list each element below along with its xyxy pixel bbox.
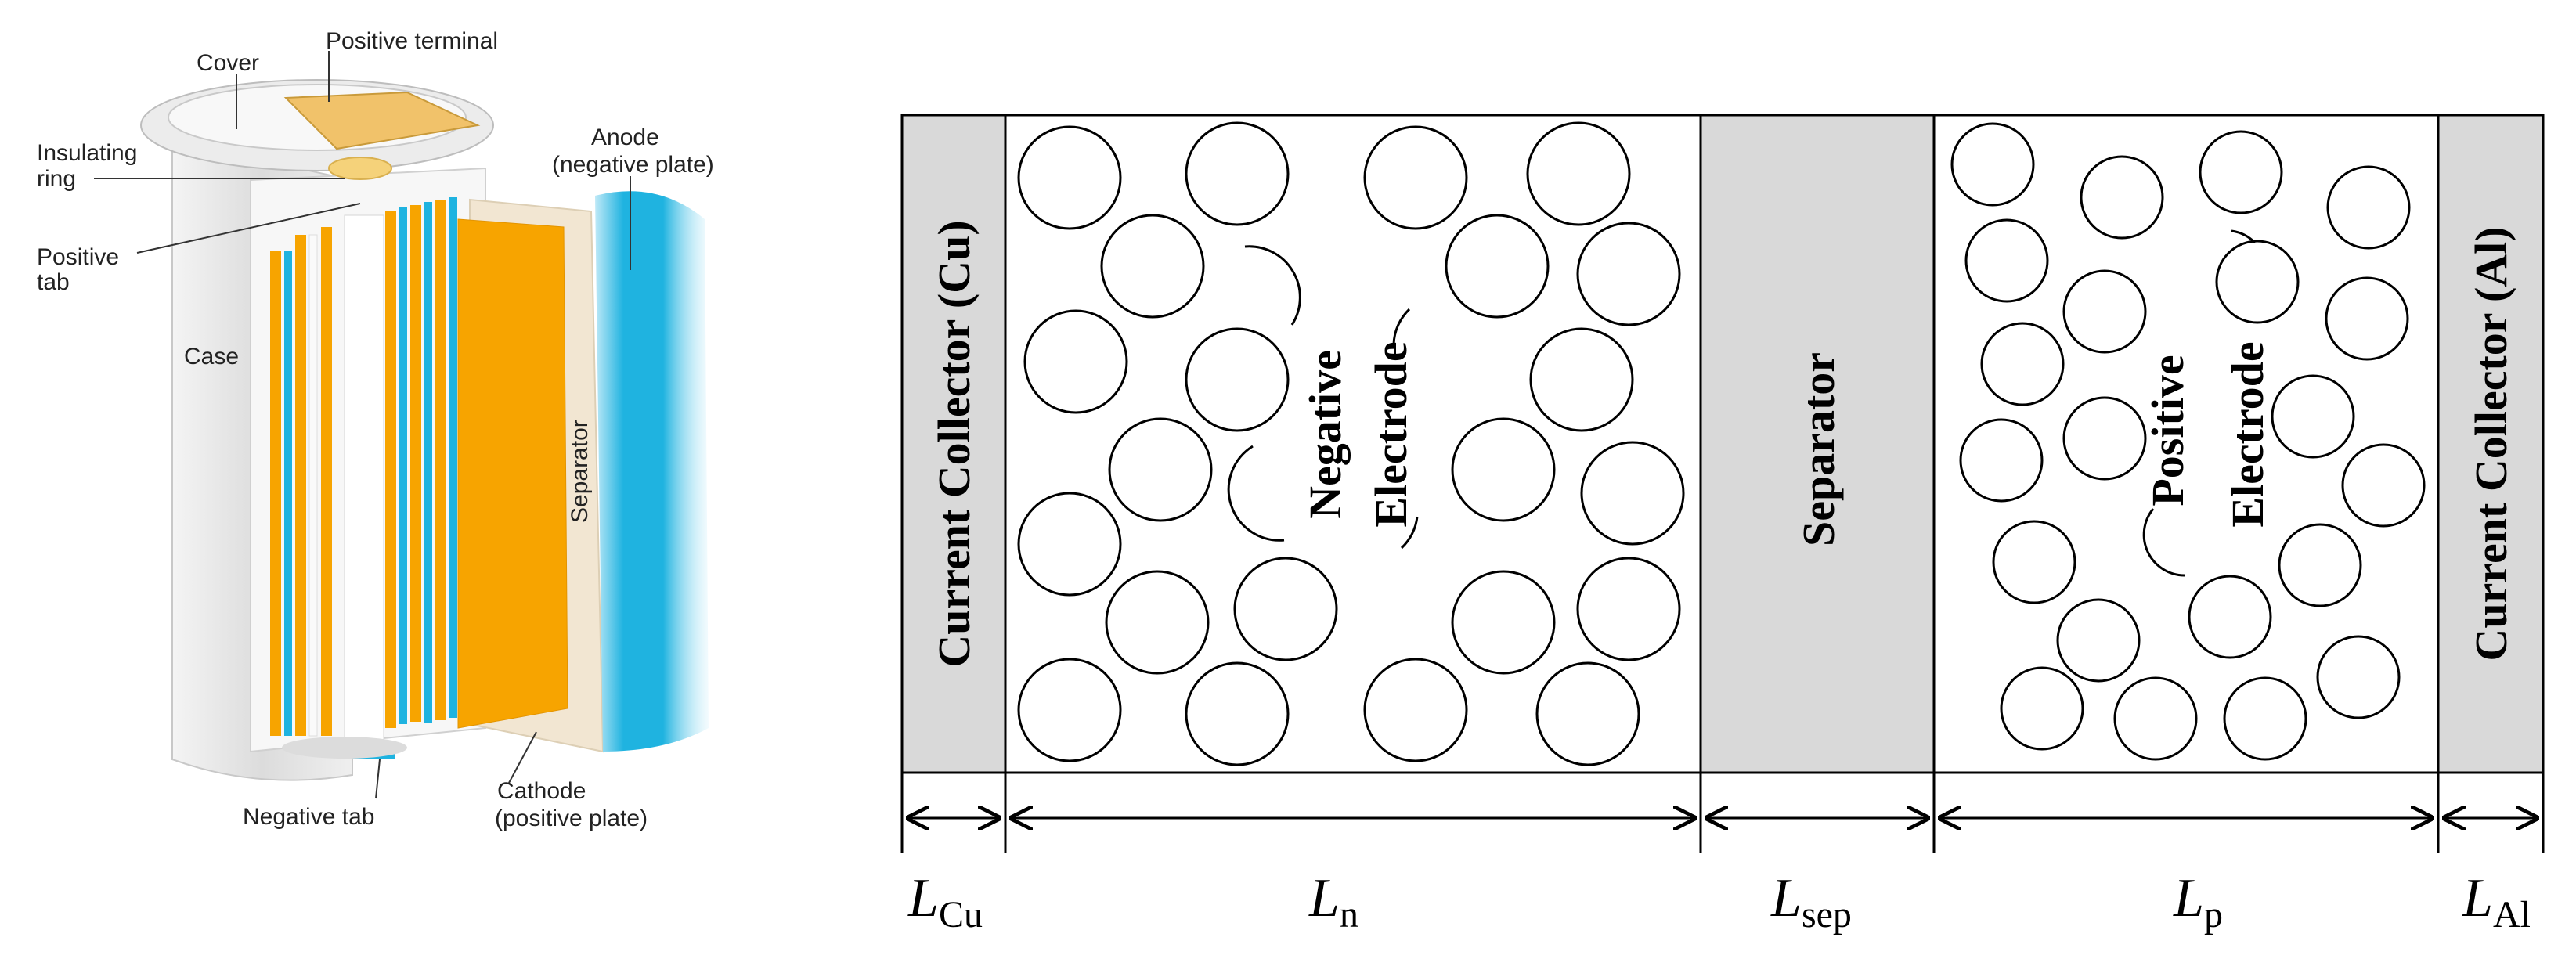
- positive-particle: [1950, 122, 2035, 207]
- cu-collector-region: [902, 115, 1005, 773]
- negative-particle: [1017, 658, 1122, 762]
- label-cover: Cover: [197, 50, 259, 76]
- negative-particle: [1363, 658, 1468, 762]
- negative-particle: [1233, 557, 1338, 661]
- positive-particle: [2341, 443, 2426, 528]
- negative-particle-partial: [1400, 516, 1419, 550]
- negative-particle: [1576, 557, 1681, 661]
- positive-particle: [1992, 520, 2076, 604]
- leader-lines: [94, 51, 631, 799]
- negative-particle: [1185, 327, 1290, 432]
- dim-label-n: Ln: [1308, 868, 1358, 935]
- negative-particle: [1108, 417, 1213, 522]
- negative-particle: [1185, 121, 1290, 226]
- cell-outline: [900, 114, 2545, 774]
- positive-particle: [2326, 165, 2411, 250]
- case-bottom: [282, 737, 407, 759]
- positive-particle: [2199, 130, 2283, 214]
- negative-particle-partial: [1227, 445, 1285, 542]
- positive-particle-partial: [2142, 508, 2185, 577]
- negative-particle: [1529, 327, 1634, 432]
- positive-particle: [1980, 322, 2065, 406]
- label-anode-line2: (negative plate): [552, 152, 714, 178]
- positive-particle: [2000, 666, 2084, 751]
- label-cathode-line2: (positive plate): [495, 806, 648, 831]
- label-case: Case: [184, 344, 239, 369]
- dim-label-al: LAl: [2462, 868, 2531, 935]
- negative-particle: [1526, 121, 1631, 226]
- positive-particle: [2056, 598, 2141, 683]
- separator-label: Separator: [1793, 352, 1844, 546]
- positive-particle: [2325, 276, 2409, 361]
- label-positive-terminal: Positive terminal: [326, 28, 498, 54]
- negative-particle: [1017, 492, 1122, 597]
- negative-particle-partial: [1392, 308, 1411, 345]
- negative-particle: [1100, 214, 1205, 319]
- negative-particle: [1185, 661, 1290, 766]
- negative-particle: [1363, 125, 1468, 230]
- cu-collector-label: Current Collector (Cu): [929, 220, 980, 667]
- wound-layers: [270, 197, 457, 741]
- insulating-ring: [328, 157, 392, 180]
- negative-particle: [1023, 309, 1128, 414]
- label-insulating-ring-line2: ring: [37, 166, 76, 192]
- anode-sheet: [595, 191, 709, 752]
- negative-particle-partial: [1244, 245, 1301, 326]
- positive-particle: [2278, 523, 2362, 607]
- label-negative-tab: Negative tab: [243, 804, 374, 830]
- positive-particle: [2188, 575, 2272, 659]
- negative-particle: [1576, 222, 1681, 326]
- positive-electrode-region: [1934, 115, 2438, 773]
- negative-electrode-region: [1005, 115, 1701, 773]
- positive-particle: [2062, 269, 2147, 354]
- dim-label-sep: Lsep: [1770, 868, 1852, 935]
- al-collector-region: [2438, 115, 2543, 773]
- dim-label-p: Lp: [2173, 868, 2223, 935]
- label-cathode-line1: Cathode: [497, 778, 586, 804]
- cell-diagram: Current Collector (Cu) Negative Electrod…: [900, 114, 2545, 935]
- positive-particle-partial: [2231, 229, 2257, 244]
- negative-particle: [1451, 417, 1556, 522]
- negative-particles: [1017, 121, 1685, 766]
- label-insulating-ring-line1: Insulating: [37, 140, 137, 166]
- positive-electrode-label-line2: Electrode: [2222, 341, 2273, 527]
- label-positive-tab-line1: Positive: [37, 244, 119, 270]
- positive-particle: [2215, 240, 2300, 324]
- label-positive-tab-line2: tab: [37, 269, 70, 295]
- positive-terminal: [283, 91, 481, 150]
- negative-particle: [1017, 125, 1122, 230]
- positive-particle: [2223, 676, 2307, 761]
- battery-illustration: Cover Positive terminal Insulating ring …: [37, 28, 714, 831]
- label-anode-line1: Anode: [591, 124, 659, 150]
- cathode-sheet: [457, 218, 568, 729]
- region-dividers: [900, 115, 2545, 853]
- positive-electrode-label-line1: Positive: [2142, 355, 2193, 506]
- positive-particle: [2316, 635, 2401, 719]
- negative-particle: [1445, 214, 1550, 319]
- negative-electrode-label-line1: Negative: [1300, 350, 1351, 519]
- positive-particle: [2062, 396, 2147, 481]
- dim-label-cu: LCu: [907, 868, 983, 935]
- positive-particle: [1959, 418, 2044, 503]
- label-separator: Separator: [567, 420, 593, 523]
- separator-region: [1701, 115, 1934, 773]
- positive-particle: [1964, 218, 2049, 303]
- positive-particle: [2271, 374, 2355, 459]
- negative-particle: [1451, 570, 1556, 675]
- positive-particles: [1950, 122, 2426, 761]
- negative-particle: [1105, 570, 1210, 675]
- negative-particle: [1535, 661, 1640, 766]
- negative-electrode-label-line2: Electrode: [1366, 341, 1416, 527]
- positive-particle: [2113, 676, 2198, 761]
- al-collector-label: Current Collector (Al): [2466, 226, 2516, 661]
- negative-particle: [1580, 441, 1685, 546]
- positive-particle: [2080, 155, 2164, 240]
